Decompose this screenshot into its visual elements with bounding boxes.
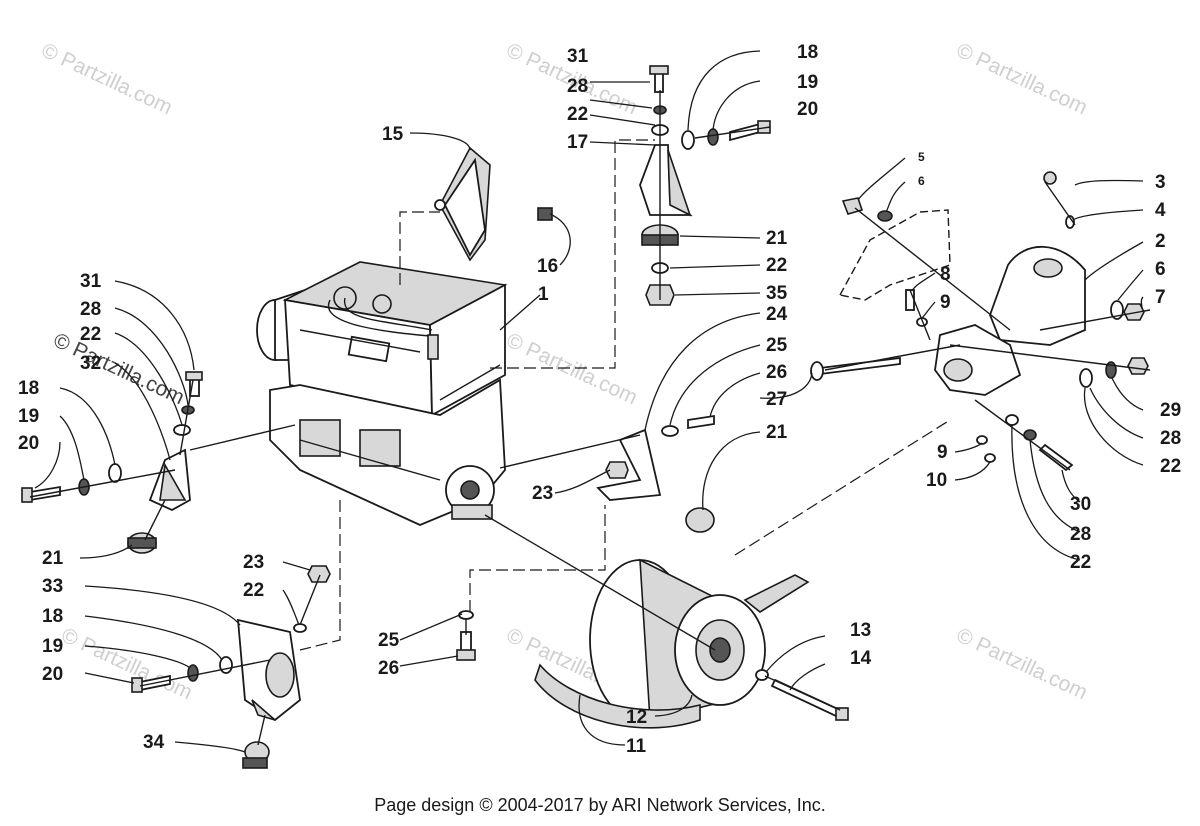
watermark-4: © Partzilla.com	[503, 329, 641, 410]
bracket-15	[434, 146, 553, 262]
callout-8: 8	[940, 264, 951, 285]
watermark-1: © Partzilla.com	[38, 39, 176, 120]
callout-28-right: 28	[1160, 428, 1181, 449]
callout-34: 34	[143, 732, 165, 753]
callout-14: 14	[850, 648, 872, 669]
callout-35: 35	[766, 283, 788, 304]
callout-1: 1	[538, 284, 549, 305]
callout-21-top: 21	[766, 228, 788, 249]
callout-18-left: 18	[18, 378, 39, 399]
callout-28-low: 28	[1070, 524, 1091, 545]
callout-31-top: 31	[567, 46, 589, 67]
parts-diagram: © Partzilla.com © Partzilla.com © Partzi…	[18, 39, 1181, 769]
callout-17: 17	[567, 132, 588, 153]
callout-19-low: 19	[42, 636, 63, 657]
drive-clutch-and-belt	[534, 558, 849, 729]
right-mount-stack	[810, 171, 1149, 472]
watermark-5: © Partzilla.com	[953, 624, 1091, 705]
callout-12: 12	[626, 707, 647, 728]
lower-mount-stack	[131, 565, 331, 769]
callout-25-mid: 25	[766, 335, 788, 356]
callout-28-left: 28	[80, 299, 101, 320]
callout-22-low-right: 22	[1070, 552, 1091, 573]
callout-11: 11	[626, 736, 647, 757]
watermark-3: © Partzilla.com	[953, 39, 1091, 120]
callout-31-left: 31	[80, 271, 102, 292]
engine-assembly	[256, 261, 508, 526]
center-bracket	[456, 414, 715, 661]
callout-20-top: 20	[797, 99, 818, 120]
callout-6-left: 6	[918, 174, 925, 188]
callout-26-mid: 26	[766, 362, 787, 383]
callout-29: 29	[1160, 400, 1181, 421]
callout-22-right: 22	[1160, 456, 1181, 477]
callout-7: 7	[1155, 287, 1166, 308]
callout-13: 13	[850, 620, 871, 641]
callout-labels: 1 15 16 31 28 22 17 18 19 20 21 22 35 24…	[18, 42, 1181, 757]
callout-16: 16	[537, 256, 558, 277]
callout-15: 15	[382, 124, 404, 145]
callout-18-top: 18	[797, 42, 818, 63]
callout-20-left: 20	[18, 433, 39, 454]
page-footer: Page design © 2004-2017 by ARI Network S…	[374, 795, 826, 815]
callout-4: 4	[1155, 200, 1166, 221]
callout-10: 10	[926, 470, 947, 491]
leader-lines	[34, 50, 1144, 753]
callout-26-low: 26	[378, 658, 399, 679]
callout-28-top: 28	[567, 76, 588, 97]
watermark-8: © Partzilla.com	[50, 329, 188, 410]
callout-25-low: 25	[378, 630, 400, 651]
callout-9-low: 9	[937, 442, 948, 463]
callout-22-left: 22	[80, 324, 101, 345]
assembly-lines	[29, 90, 1151, 746]
left-mount-stack	[21, 371, 203, 554]
callout-22-top: 22	[567, 104, 588, 125]
callout-9-top: 9	[940, 292, 951, 313]
callout-24: 24	[766, 304, 788, 325]
callout-23-mid: 23	[532, 483, 553, 504]
callout-2: 2	[1155, 231, 1166, 252]
callout-33: 33	[42, 576, 63, 597]
callout-21-mid: 21	[766, 422, 788, 443]
callout-30: 30	[1070, 494, 1091, 515]
callout-23-low: 23	[243, 552, 264, 573]
callout-19-left: 19	[18, 406, 39, 427]
callout-27: 27	[766, 389, 787, 410]
watermark-7: © Partzilla.com	[58, 624, 196, 705]
callout-22-mid: 22	[766, 255, 787, 276]
callout-32: 32	[80, 353, 101, 374]
callout-21-left: 21	[42, 548, 64, 569]
callout-5: 5	[918, 150, 925, 164]
callout-6-right: 6	[1155, 259, 1166, 280]
callout-22-low-left: 22	[243, 580, 264, 601]
callout-19-top: 19	[797, 72, 818, 93]
callout-18-low: 18	[42, 606, 63, 627]
callout-20-low: 20	[42, 664, 63, 685]
callout-3: 3	[1155, 172, 1166, 193]
